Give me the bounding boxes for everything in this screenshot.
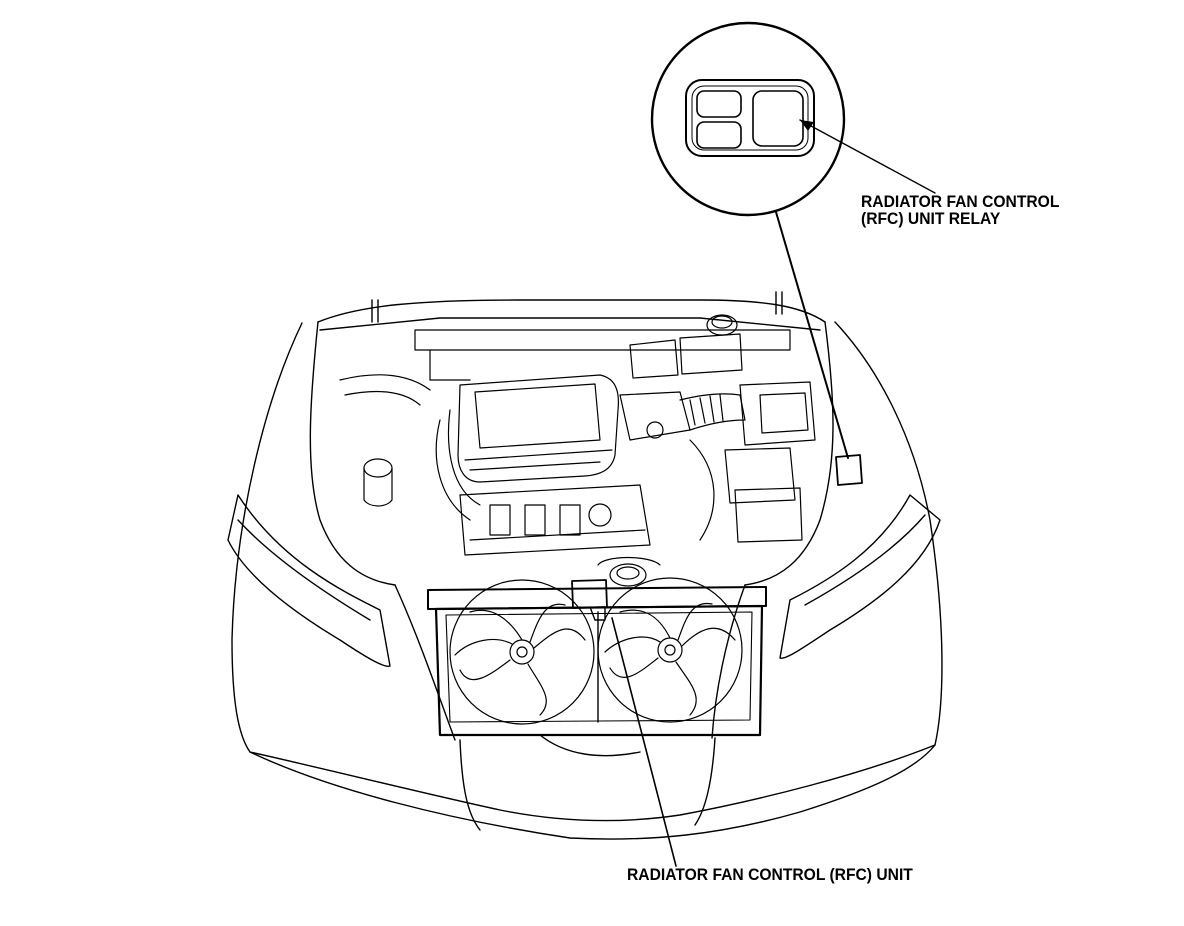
- rfc-unit-relay-callout-line1: RADIATOR FAN CONTROL: [861, 192, 1060, 211]
- radiator-fan-assembly: [427, 577, 767, 737]
- engine-bay-components: [339, 314, 863, 587]
- relay-inset-frame: [685, 79, 815, 157]
- rfc-unit-callout: RADIATOR FAN CONTROL (RFC) UNIT: [627, 866, 913, 883]
- car-body-outline: [227, 291, 943, 840]
- rfc-relay: [835, 454, 863, 486]
- engine-cover: [457, 374, 620, 483]
- right-fan: [597, 577, 743, 723]
- left-headlight: [227, 494, 391, 667]
- radiator-shroud: [427, 586, 767, 610]
- rfc-unit-relay-callout-line2: (RFC) UNIT RELAY: [861, 209, 1001, 228]
- rfc-unit-relay-callout: RADIATOR FAN CONTROL (RFC) UNIT RELAY: [861, 193, 1059, 227]
- right-headlight: [779, 494, 941, 659]
- rfc-unit-callout-text: RADIATOR FAN CONTROL (RFC) UNIT: [627, 865, 913, 884]
- rfc-unit: [571, 579, 608, 609]
- relay-leader-line: [799, 119, 936, 194]
- radiator-cap: [609, 563, 647, 587]
- unit-leader-line: [611, 617, 677, 867]
- relay-leader-arrow: [800, 120, 814, 131]
- left-fan: [449, 579, 595, 725]
- leader-lines: [611, 119, 936, 867]
- air-cleaner: [739, 381, 816, 446]
- relay-inset: [650, 21, 846, 217]
